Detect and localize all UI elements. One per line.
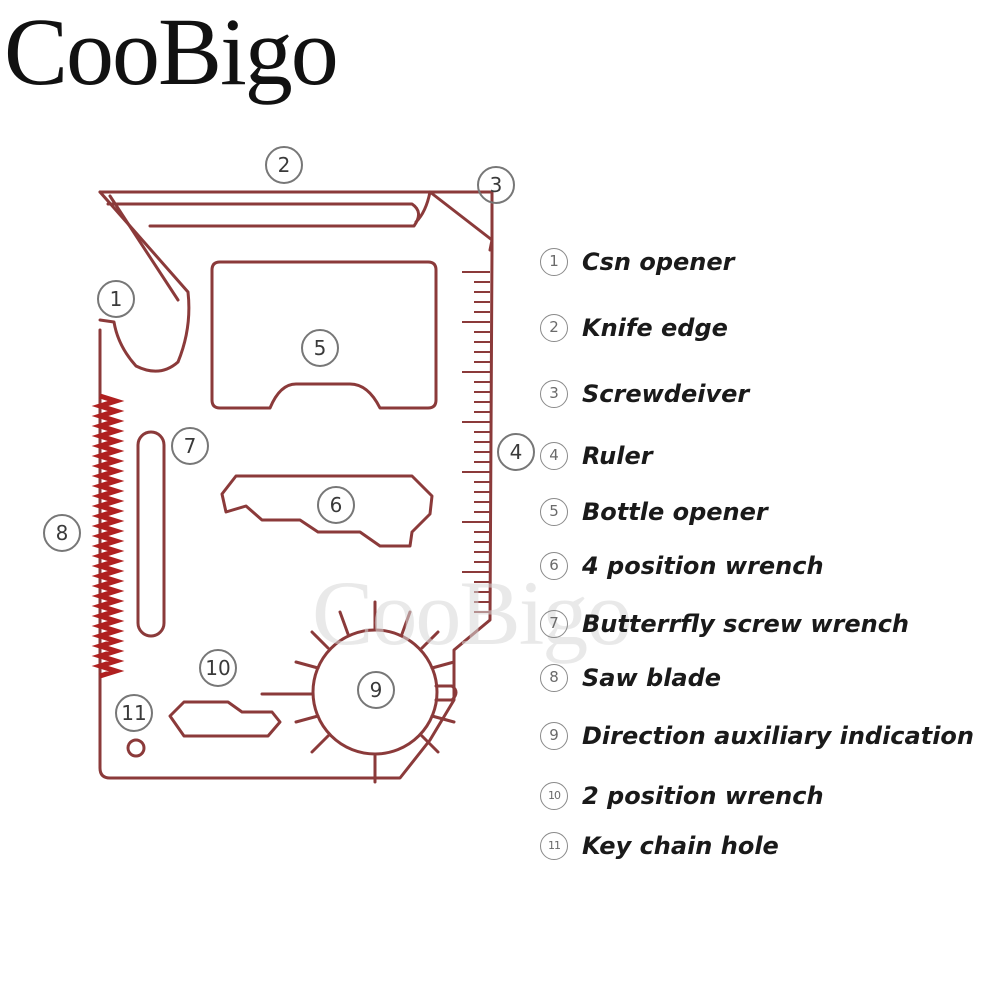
butterfly-wrench-slot: [136, 430, 166, 638]
legend-item: 5 Bottle opener: [540, 498, 768, 526]
legend-label: Ruler: [582, 442, 653, 470]
callout-label-2: 2: [278, 153, 291, 177]
callout-label-7: 7: [184, 434, 197, 458]
callout-circle-3: [477, 166, 515, 204]
callout-label-6: 6: [330, 493, 343, 517]
legend-number: 11: [540, 832, 568, 860]
bottle-opener-cutout: [210, 260, 438, 410]
legend-label: 2 position wrench: [582, 782, 824, 810]
callout-circle-1: [97, 280, 135, 318]
callout-label-4: 4: [510, 440, 523, 464]
legend-label: Saw blade: [582, 664, 722, 692]
legend-item: 11 Key chain hole: [540, 832, 779, 860]
callout-circle-7: [171, 427, 209, 465]
brand-logo: CooBigo: [4, 0, 339, 105]
legend-number: 9: [540, 722, 568, 750]
callout-label-3: 3: [490, 173, 503, 197]
callout-circle-11: [115, 694, 153, 732]
legend-number: 8: [540, 664, 568, 692]
legend-label: Screwdeiver: [582, 380, 750, 408]
legend-label: Butterrfly screw wrench: [582, 610, 909, 638]
legend-item: 4 Ruler: [540, 442, 653, 470]
legend-number: 5: [540, 498, 568, 526]
legend-label: Csn opener: [582, 248, 735, 276]
callout-circle-10: [199, 649, 237, 687]
can-opener-shape: [98, 190, 191, 373]
card-outline: [98, 190, 494, 780]
legend-item: 6 4 position wrench: [540, 552, 824, 580]
callout-circle-2: [265, 146, 303, 184]
callout-circle-5: [301, 329, 339, 367]
legend-item: 3 Screwdeiver: [540, 380, 749, 408]
legend-label: Key chain hole: [582, 832, 779, 860]
callout-circle-4: [497, 433, 535, 471]
wheel-spokes: [294, 600, 456, 784]
two-position-wrench: [168, 700, 282, 738]
legend-label: 4 position wrench: [582, 552, 824, 580]
callout-label-10: 10: [205, 656, 230, 680]
direction-wheel: [311, 628, 439, 756]
callout-label-5: 5: [314, 336, 327, 360]
ruler-ticks: [462, 271, 490, 613]
legend-number: 10: [540, 782, 568, 810]
legend-label: Bottle opener: [582, 498, 768, 526]
callout-circle-8: [43, 514, 81, 552]
legend-item: 9 Direction auxiliary indication: [540, 722, 974, 750]
callout-circle-9: [357, 671, 395, 709]
four-position-wrench: [220, 474, 434, 548]
legend-item: 8 Saw blade: [540, 664, 721, 692]
legend-number: 6: [540, 552, 568, 580]
watermark: CooBigo: [312, 562, 632, 664]
legend-item: 10 2 position wrench: [540, 782, 824, 810]
knife-top-edge: [108, 194, 180, 302]
key-chain-hole: [126, 738, 146, 758]
legend-number: 2: [540, 314, 568, 342]
legend-label: Direction auxiliary indication: [582, 722, 975, 750]
callout-label-1: 1: [110, 287, 123, 311]
callout-label-11: 11: [121, 701, 146, 725]
legend-item: 7 Butterrfly screw wrench: [540, 610, 909, 638]
legend-item: 2 Knife edge: [540, 314, 728, 342]
saw-blade: [91, 393, 125, 679]
legend-number: 3: [540, 380, 568, 408]
legend-item: 1 Csn opener: [540, 248, 734, 276]
legend-number: 4: [540, 442, 568, 470]
legend-label: Knife edge: [582, 314, 728, 342]
legend-number: 1: [540, 248, 568, 276]
legend-number: 7: [540, 610, 568, 638]
screwdriver-tip: [414, 190, 494, 252]
knife-edge-line: [106, 202, 420, 228]
callout-circle-6: [317, 486, 355, 524]
callout-label-9: 9: [370, 678, 383, 702]
wheel-knob: [434, 684, 458, 702]
callout-label-8: 8: [56, 521, 69, 545]
